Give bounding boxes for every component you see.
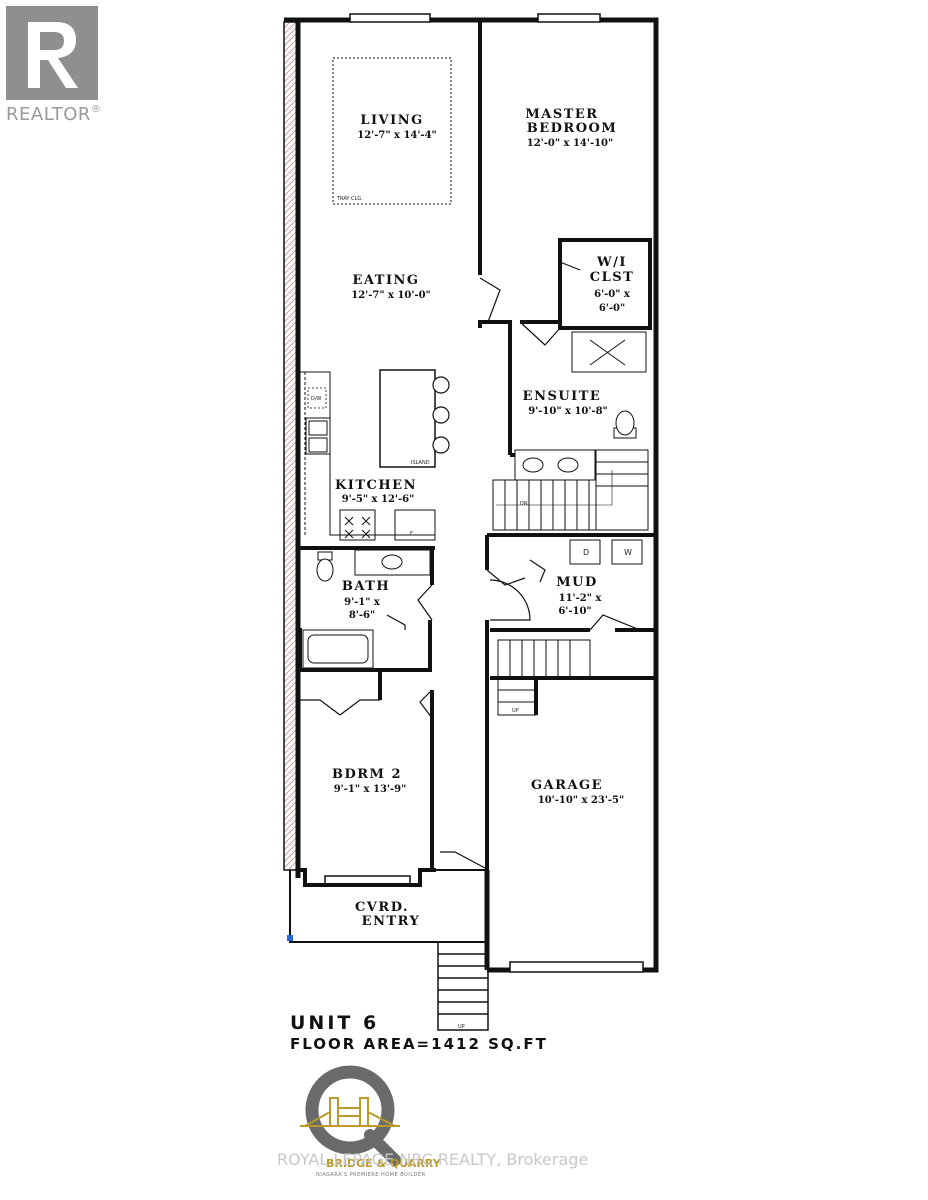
realtor-text: REALTOR® — [6, 104, 101, 125]
unit-title: UNIT 6 — [290, 1012, 380, 1034]
eating-size: 12'-7" x 10'-0" — [351, 290, 431, 301]
stairs-down-label: DN — [520, 501, 528, 507]
doors — [300, 261, 641, 869]
wic-label-2: CLST — [590, 270, 635, 285]
corner-marker — [287, 935, 293, 941]
builder-logo — [300, 1065, 401, 1166]
fridge-label: F — [410, 531, 413, 537]
eating-label: EATING — [352, 273, 419, 288]
floor-area: FLOOR AREA=1412 SQ.FT — [290, 1035, 548, 1053]
master-size: 12'-0" x 14'-10" — [527, 138, 613, 149]
kitchen-island — [379, 369, 436, 468]
laundry-appliances — [569, 539, 643, 565]
builder-name: BRIDGE & QUARRY — [326, 1157, 442, 1170]
living-label: LIVING — [360, 113, 423, 128]
brokerage-watermark: ROYAL LEPAGE NRC REALTY, Brokerage — [277, 1150, 589, 1169]
living-size: 12'-7" x 14'-4" — [357, 130, 437, 141]
entry-label-2: ENTRY — [362, 914, 421, 929]
bar-stool-icons — [432, 376, 450, 454]
mud-size-1: 11'-2" x — [559, 593, 603, 604]
realtor-label: REALTOR — [6, 104, 91, 125]
builder-tagline: NIAGARA'S PREMIERE HOME BUILDER — [316, 1172, 426, 1178]
washer-label: W — [624, 548, 632, 557]
covered-entry-outline — [289, 869, 487, 943]
dishwasher-icon — [307, 387, 327, 409]
exterior-walls — [284, 17, 659, 973]
tray-ceiling-label: TRAY CLG. — [336, 196, 363, 202]
mud-label: MUD — [556, 575, 598, 590]
ensuite-fixtures — [514, 331, 647, 481]
ensuite-label: ENSUITE — [523, 389, 602, 404]
wic-size-1: 6'-0" x — [594, 289, 631, 300]
kitchen-label: KITCHEN — [335, 478, 417, 493]
mud-size-2: 6'-10" — [558, 606, 591, 617]
entry-label-1: CVRD. — [355, 900, 409, 915]
entry-stairs-up-label: UP — [458, 1024, 465, 1030]
entry-stairs — [437, 941, 489, 1031]
garage-label: GARAGE — [531, 778, 603, 793]
bath-size-2: 8'-6" — [349, 610, 375, 621]
dishwasher-label: D/W — [311, 396, 322, 402]
interior-walls — [298, 20, 655, 887]
garage-stairs-up-label: UP — [512, 708, 519, 714]
windows — [324, 13, 644, 973]
garage-staircase — [497, 639, 591, 716]
bath-size-1: 9'-1" x — [344, 597, 381, 608]
master-label-2: BEDROOM — [527, 121, 618, 136]
garage-size: 10'-10" x 23'-5" — [538, 795, 624, 806]
realtor-trademark: ® — [90, 104, 102, 115]
wic-size-2: 6'-0" — [599, 303, 625, 314]
sink-icon — [305, 417, 331, 455]
wic-label-1: W/I — [596, 255, 627, 270]
bdrm2-size: 9'-1" x 13'-9" — [334, 784, 407, 795]
kitchen-size: 9'-5" x 12'-6" — [342, 494, 415, 505]
staircase — [492, 449, 649, 531]
bdrm2-label: BDRM 2 — [332, 767, 402, 782]
ensuite-size: 9'-10" x 10'-8" — [528, 406, 608, 417]
stove-icon — [344, 516, 371, 539]
island-label: ISLAND — [411, 460, 430, 466]
master-label-1: MASTER — [525, 107, 598, 122]
bath-fixtures — [302, 549, 431, 669]
dryer-label: D — [583, 548, 589, 557]
realtor-logo — [6, 6, 98, 100]
bath-label: BATH — [342, 579, 390, 594]
